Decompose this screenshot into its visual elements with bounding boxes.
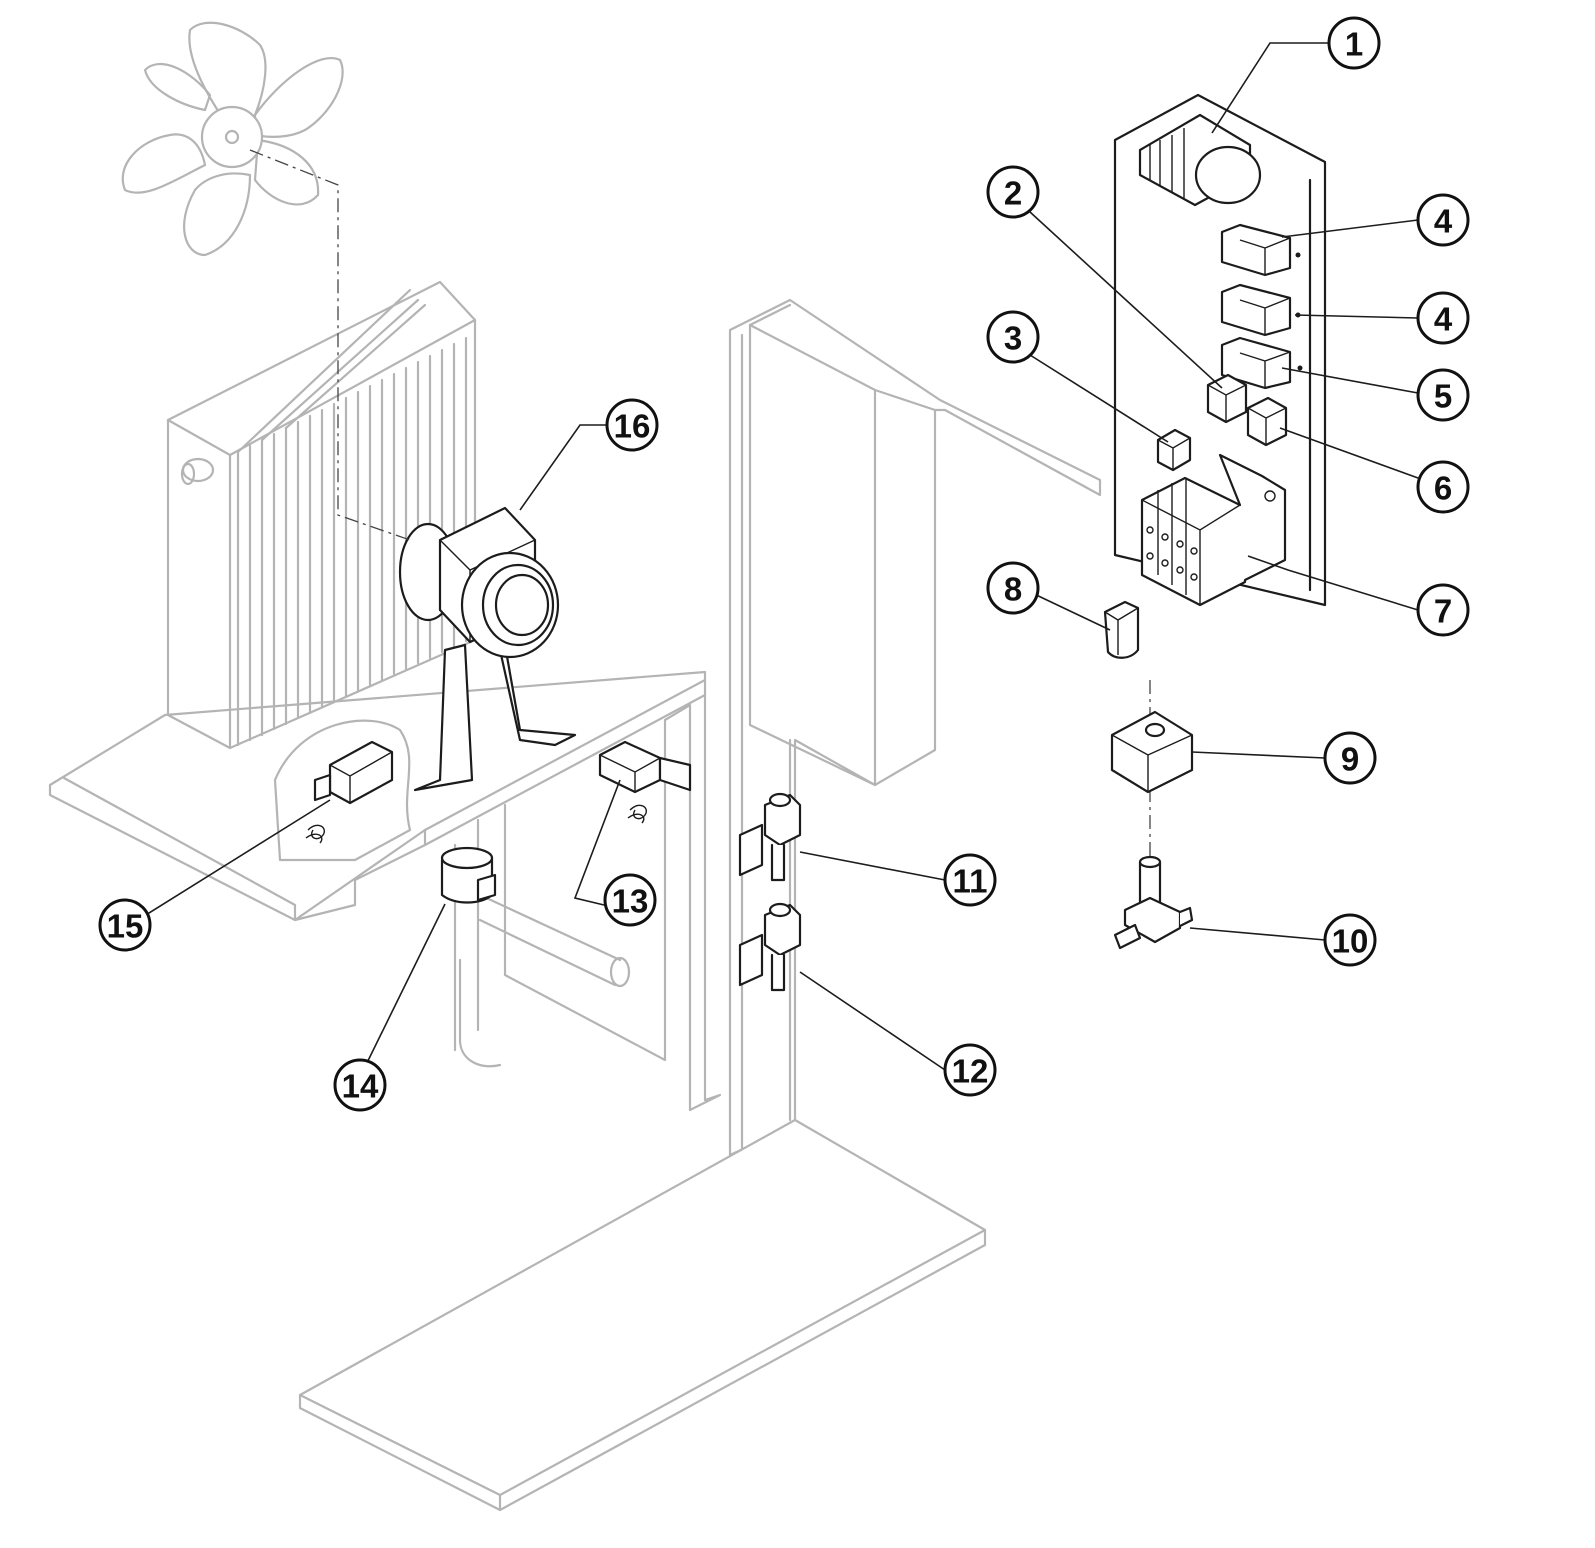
callout-label: 16 [614, 408, 651, 445]
callout-8: 8 [986, 561, 1040, 615]
part-15-switch [305, 740, 394, 844]
part-13-switch [598, 740, 692, 824]
callout-label: 13 [612, 883, 649, 920]
part-3-small-relay [1156, 428, 1192, 472]
callout-label: 15 [107, 908, 144, 945]
callout-6: 6 [1416, 460, 1470, 514]
callout-10: 10 [1323, 913, 1377, 967]
relay-4b [1220, 283, 1301, 337]
part-6-small-relay [1246, 396, 1288, 447]
callout-16: 16 [605, 398, 659, 452]
fan-blade [121, 21, 344, 257]
callout-label: 9 [1341, 741, 1359, 778]
callout-label: 2 [1004, 175, 1022, 212]
callout-label: 4 [1434, 203, 1453, 240]
relay-5 [1220, 336, 1303, 390]
part-9-coil [1110, 710, 1194, 794]
part-11-pressure-switch [738, 792, 802, 882]
callout-15: 15 [98, 898, 152, 952]
callout-label: 12 [952, 1053, 989, 1090]
part-16-fan-motor [398, 506, 577, 792]
leader-lines [124, 42, 1419, 1078]
callouts: 1 2 3 4 4 5 6 7 [98, 16, 1470, 1112]
callout-label: 10 [1332, 923, 1369, 960]
part-14-thermostat [440, 846, 497, 904]
machine-frame [48, 21, 1102, 1512]
callout-label: 3 [1004, 320, 1022, 357]
part-2-small-relay [1206, 373, 1248, 424]
relay-4a [1220, 223, 1301, 277]
part-7-contactor [1140, 453, 1287, 607]
callout-label: 6 [1434, 470, 1452, 507]
callout-label: 7 [1434, 593, 1452, 630]
callout-5: 5 [1416, 368, 1470, 422]
callout-13: 13 [603, 873, 657, 927]
callout-7: 7 [1416, 583, 1470, 637]
part-8-cap [1103, 600, 1140, 659]
callout-label: 8 [1004, 571, 1022, 608]
callout-11: 11 [943, 853, 997, 907]
callout-label: 5 [1434, 378, 1452, 415]
callout-label: 4 [1434, 301, 1453, 338]
base-plate [298, 1118, 987, 1512]
callout-1: 1 [1327, 16, 1381, 70]
callout-4a: 4 [1416, 193, 1470, 247]
callout-14: 14 [333, 1058, 387, 1112]
callout-label: 11 [953, 863, 988, 900]
callout-label: 14 [342, 1068, 379, 1105]
center-pillar [728, 298, 1102, 1157]
callout-3: 3 [986, 310, 1040, 364]
callout-label: 1 [1345, 26, 1363, 63]
callout-2: 2 [986, 165, 1040, 219]
callout-4b: 4 [1416, 291, 1470, 345]
callout-9: 9 [1323, 731, 1377, 785]
part-1-rotary-switch [1138, 113, 1262, 207]
control-panel [1113, 93, 1327, 607]
part-12-pressure-switch [738, 902, 802, 992]
callout-12: 12 [943, 1043, 997, 1097]
condenser [166, 280, 477, 750]
part-10-solenoid-valve [1113, 855, 1194, 950]
